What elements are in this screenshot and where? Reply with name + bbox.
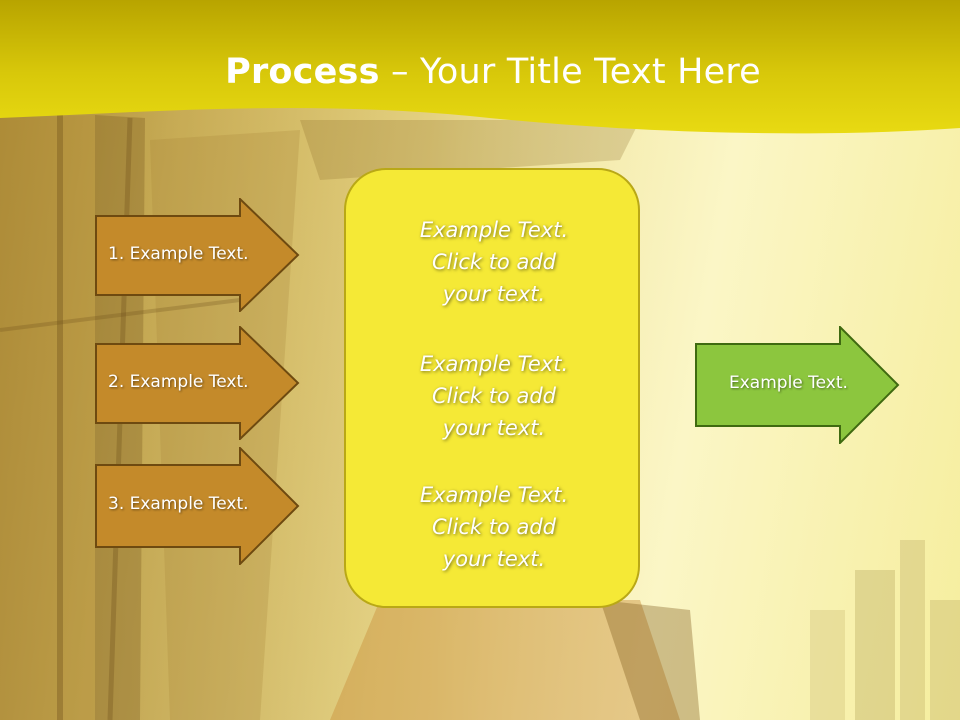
title-rest: – Your Title Text Here	[379, 52, 761, 92]
paragraph-line: Example Text.	[419, 352, 569, 376]
output-arrow[interactable]: Example Text.	[695, 326, 900, 444]
center-text-box[interactable]: Example Text. Click to add your text. Ex…	[344, 168, 640, 608]
paragraph-line: Click to add	[431, 250, 556, 274]
paragraph-line: your text.	[442, 282, 546, 306]
center-paragraph-2: Example Text. Click to add your text.	[346, 348, 642, 444]
input-label-2: 2. Example Text.	[108, 372, 249, 392]
title-bold: Process	[225, 52, 380, 92]
title-band	[0, 0, 960, 134]
paragraph-line: Click to add	[431, 384, 556, 408]
input-label-1: 1. Example Text.	[108, 244, 249, 264]
input-label-3: 3. Example Text.	[108, 494, 249, 514]
output-label: Example Text.	[729, 373, 848, 393]
arrow-right-icon	[95, 326, 300, 440]
input-arrow-3[interactable]: 3. Example Text.	[95, 447, 300, 565]
arrow-right-icon	[95, 447, 300, 565]
paragraph-line: Click to add	[431, 515, 556, 539]
paragraph-line: Example Text.	[419, 483, 569, 507]
arrow-right-icon	[695, 326, 900, 444]
arrow-right-icon	[95, 198, 300, 312]
paragraph-line: your text.	[442, 416, 546, 440]
input-arrow-2[interactable]: 2. Example Text.	[95, 326, 300, 440]
paragraph-line: Example Text.	[419, 218, 569, 242]
paragraph-line: your text.	[442, 547, 546, 571]
slide-title: Process – Your Title Text Here	[0, 52, 960, 92]
input-arrow-1[interactable]: 1. Example Text.	[95, 198, 300, 312]
center-paragraph-3: Example Text. Click to add your text.	[346, 479, 642, 575]
center-paragraph-1: Example Text. Click to add your text.	[346, 214, 642, 310]
